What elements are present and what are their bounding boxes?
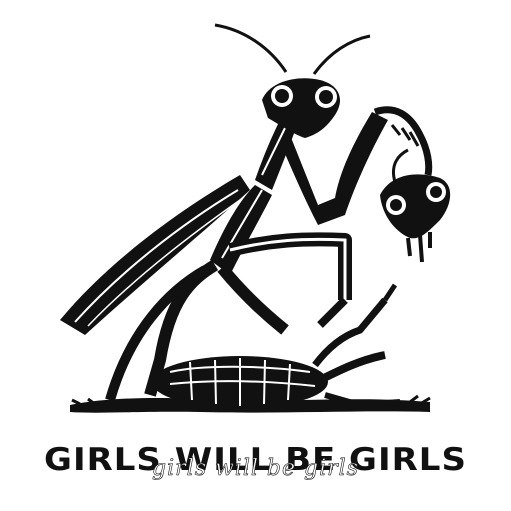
caption: GIRLS WILL BE GIRLS girls will be girls [0,436,511,484]
mantis-body [210,120,296,275]
mantis-head [214,23,371,138]
caption-block-text: GIRLS WILL BE GIRLS [44,441,467,479]
victim-head [380,148,451,263]
mantis-wings [60,175,250,335]
mantis-arm [280,106,433,225]
beetle-body [152,283,401,409]
mantis-legs [105,232,352,402]
caption-script-text: girls will be girls [152,456,359,482]
